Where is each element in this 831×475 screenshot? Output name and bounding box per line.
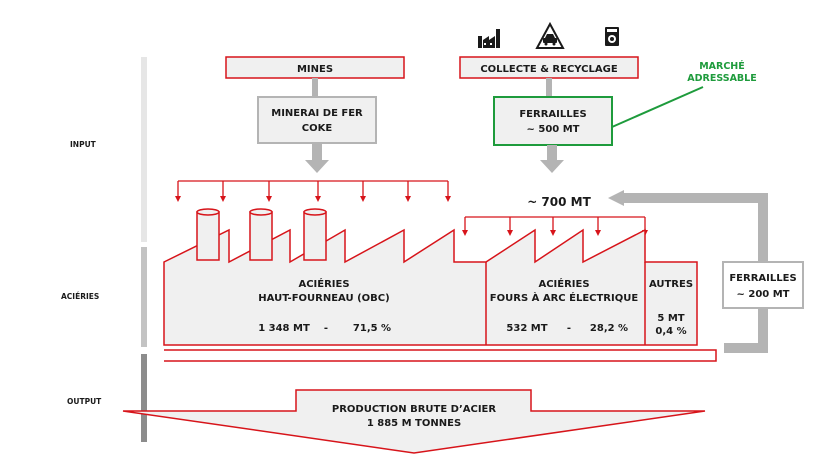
collecte-connector [546, 78, 552, 97]
obc-label-line1: ACIÉRIES [298, 277, 349, 290]
mines-connector [312, 78, 318, 97]
obc-label-line2: HAUT-FOURNEAU (OBC) [258, 293, 389, 304]
chimney-1 [196, 208, 220, 261]
market-callout-line [611, 86, 704, 128]
ferrailles-500-line2: ~ 500 MT [527, 124, 580, 135]
obc-separator: - [324, 323, 328, 334]
obc-volume: 1 348 MT [258, 323, 310, 334]
ferrailles-200-line2: ~ 200 MT [737, 289, 790, 300]
minerai-label-line2: COKE [302, 123, 333, 134]
ferrailles-200-line1: FERRAILLES [729, 273, 796, 284]
minerai-box [257, 96, 377, 144]
ferrailles-200-box [722, 261, 804, 309]
collecte-label: COLLECTE & RECYCLAGE [480, 64, 618, 75]
minerai-down-arrow [305, 143, 329, 173]
input-section-label: INPUT [70, 140, 97, 149]
scrap-total-label: ~ 700 MT [527, 195, 591, 209]
other-share: 0,4 % [655, 326, 686, 337]
obc-share: 71,5 % [353, 323, 391, 334]
eaf-separator: - [567, 323, 571, 334]
other-volume: 5 MT [657, 313, 684, 324]
output-label-line1: PRODUCTION BRUTE D’ACIER [332, 404, 496, 415]
factory-building [163, 228, 698, 346]
factory-icon [478, 29, 500, 48]
market-label-line1: MARCHÉ [699, 60, 745, 72]
output-section-bar [141, 354, 147, 442]
output-section-label: OUTPUT [67, 397, 102, 406]
ferrailles-500-line1: FERRAILLES [519, 109, 586, 120]
bf-distribution-arrowheads [175, 196, 451, 202]
recycling-car-icon [535, 21, 565, 49]
chimney-2 [249, 208, 273, 261]
recycling-loop-arrowhead [608, 190, 624, 206]
eaf-share: 28,2 % [590, 323, 628, 334]
ferrailles-down-arrow [540, 145, 564, 173]
market-label-line2: ADRESSABLE [687, 73, 756, 84]
eaf-volume: 532 MT [506, 323, 547, 334]
output-label-line2: 1 885 M TONNES [367, 418, 461, 429]
washing-machine-icon [605, 27, 619, 46]
minerai-label-line1: MINERAI DE FER [271, 108, 363, 119]
eaf-label-line2: FOURS À ARC ÉLECTRIQUE [490, 291, 639, 304]
bf-distribution-lines [177, 180, 449, 197]
input-section-bar [141, 57, 147, 242]
eaf-distribution-lines [464, 216, 646, 231]
mines-label: MINES [297, 64, 333, 75]
eaf-label-line1: ACIÉRIES [538, 277, 589, 290]
eaf-distribution-arrowheads [462, 230, 648, 236]
acieries-section-bar [141, 247, 147, 347]
factory-base-line [164, 349, 717, 362]
chimney-3 [303, 208, 327, 261]
output-arrow [122, 389, 706, 454]
acieries-section-label: ACIÉRIES [61, 292, 99, 301]
other-label: AUTRES [649, 279, 693, 290]
ferrailles-500-box [493, 96, 613, 146]
